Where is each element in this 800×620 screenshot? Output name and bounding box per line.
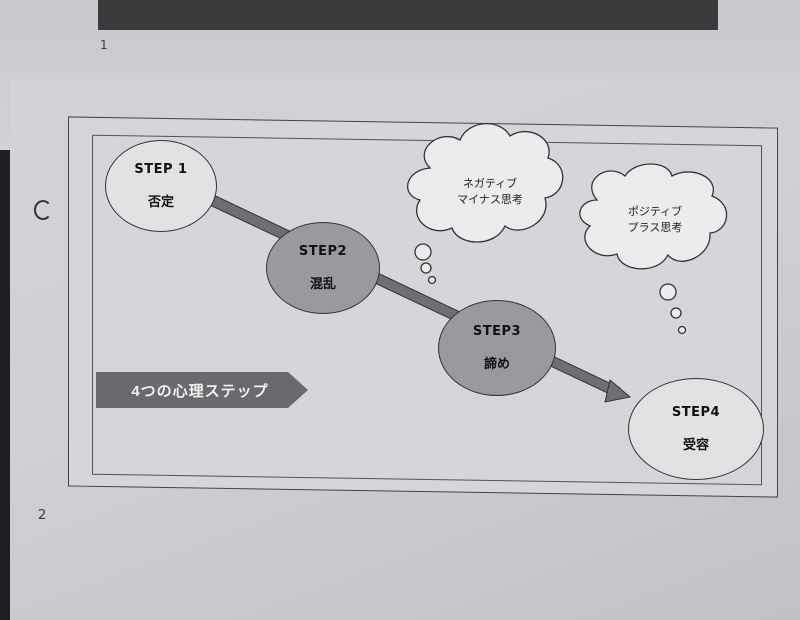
positive-thought-cloud: [579, 163, 728, 335]
step-2-circle: STEP2 混乱: [266, 222, 380, 314]
step-1-circle: STEP 1 否定: [105, 140, 217, 232]
step-2-label: 混乱: [309, 277, 336, 292]
step-1-label: 否定: [147, 195, 174, 210]
title-banner-label: 4つの心理ステップ: [131, 383, 269, 400]
step-1-title: STEP 1: [134, 162, 188, 177]
negative-line-1: ネガティブ: [462, 177, 518, 190]
step-3-label: 諦め: [483, 357, 510, 372]
page-number-top: 1: [100, 38, 108, 52]
negative-thought-text: ネガティブ マイナス思考: [430, 176, 550, 208]
step-2-title: STEP2: [298, 244, 348, 259]
step-3-circle: STEP3 諦め: [438, 300, 556, 396]
binder-hole-icon: [34, 200, 52, 220]
positive-line-1: ポジティブ: [627, 205, 683, 218]
step-4-label: 受容: [682, 438, 709, 453]
negative-line-2: マイナス思考: [457, 193, 523, 206]
previous-page-image-strip: [98, 0, 718, 30]
page-number-bottom: 2: [38, 508, 47, 523]
diagram-graphics: [96, 123, 728, 408]
negative-thought-cloud: [407, 123, 564, 285]
step-3-title: STEP3: [472, 324, 522, 339]
progress-arrow: [194, 189, 632, 403]
step-4-title: STEP4: [671, 405, 721, 420]
title-banner-shape: [96, 372, 308, 408]
positive-thought-text: ポジティブ プラス思考: [595, 204, 715, 236]
step-4-circle: STEP4 受容: [628, 378, 764, 480]
positive-line-2: プラス思考: [627, 221, 683, 234]
